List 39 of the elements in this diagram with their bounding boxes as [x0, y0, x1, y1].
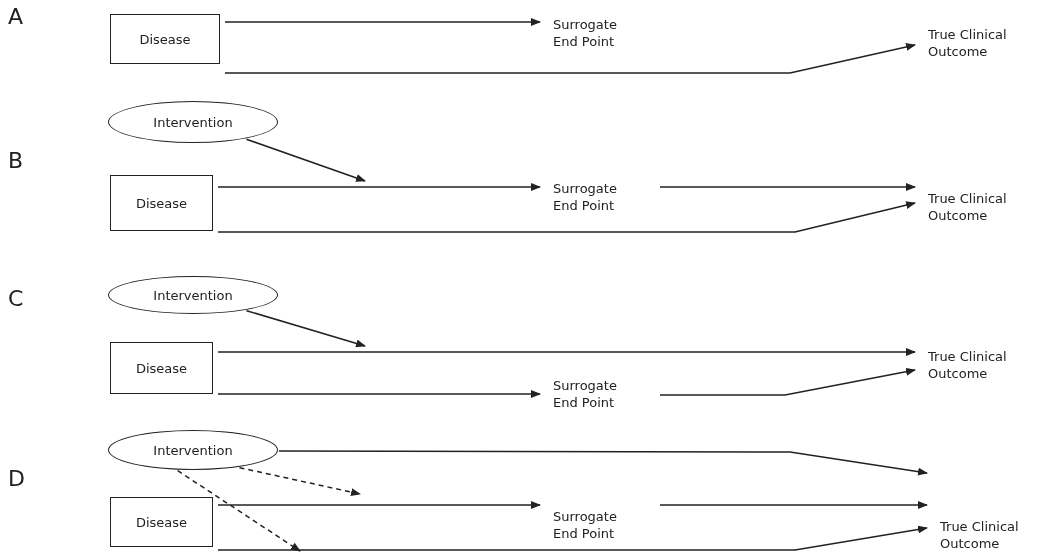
arrow — [224, 43, 916, 74]
dashed-arrow — [176, 469, 301, 552]
node-text: True Clinical Outcome — [928, 190, 1048, 224]
arrow — [278, 450, 928, 476]
dashed-arrow — [238, 466, 361, 496]
node-label: Disease — [139, 30, 191, 48]
arrow — [217, 201, 916, 233]
node-label: Disease — [135, 359, 188, 377]
process-box — [110, 497, 213, 547]
arrow — [659, 367, 916, 396]
node-text: True Clinical Outcome — [940, 518, 1048, 552]
process-box — [110, 14, 220, 64]
arrow — [245, 309, 366, 348]
panel-letter: C — [8, 286, 24, 311]
node-text: True Clinical Outcome — [928, 26, 1048, 60]
node-label: Disease — [135, 513, 188, 531]
arrow — [217, 525, 928, 551]
arrow — [659, 501, 928, 509]
arrow — [217, 348, 916, 356]
node-text: Surrogate End Point — [553, 508, 643, 542]
node-label: Intervention — [153, 286, 233, 304]
node-label: Disease — [135, 194, 188, 212]
node-label: Intervention — [153, 441, 233, 459]
process-box — [110, 175, 213, 231]
panel-letter: D — [8, 466, 25, 491]
arrow — [217, 390, 541, 398]
process-box — [110, 342, 213, 394]
arrow — [659, 183, 916, 191]
panel-letter: B — [8, 148, 24, 173]
node-text: Surrogate End Point — [553, 377, 643, 411]
panel-letter: A — [8, 4, 24, 29]
node-label: Intervention — [153, 113, 233, 131]
node-text: Surrogate End Point — [553, 180, 643, 214]
node-text: Surrogate End Point — [553, 16, 643, 50]
node-text: True Clinical Outcome — [928, 348, 1048, 382]
arrow — [224, 18, 541, 26]
arrow — [245, 138, 366, 182]
arrow — [217, 501, 541, 509]
arrow — [217, 183, 541, 191]
